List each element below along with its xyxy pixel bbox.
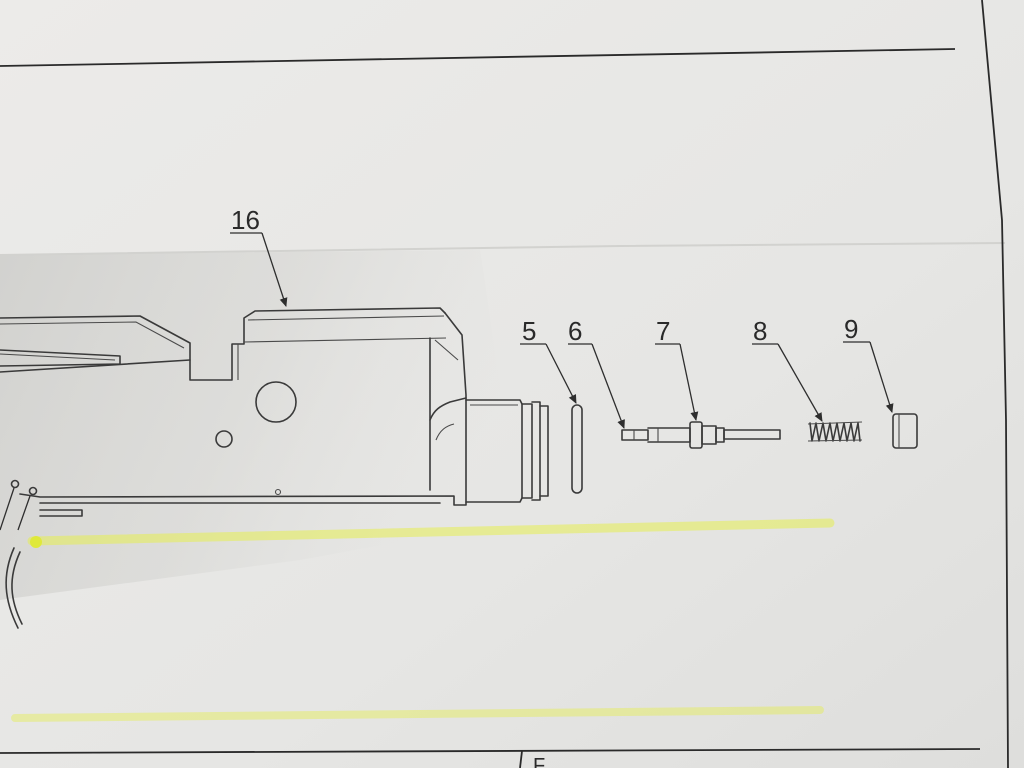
part-16-receiver <box>0 307 549 517</box>
callout-8-label: 8 <box>753 316 767 346</box>
frame-bottom-line <box>0 748 981 754</box>
left-linkage-parts <box>0 479 38 629</box>
callout-leaders <box>230 232 894 429</box>
frame-top-line <box>0 48 956 67</box>
callout-5-label: 5 <box>522 316 536 346</box>
highlighter-stroke-upper <box>27 518 835 546</box>
frame-right-line <box>981 0 1009 768</box>
part-7-plunger <box>689 421 781 449</box>
part-5-ring <box>571 404 583 494</box>
paper-fold-crease <box>0 242 1006 256</box>
callout-16-label: 16 <box>231 205 260 235</box>
callout-9-label: 9 <box>844 314 858 344</box>
highlighter-stroke-lower <box>11 706 824 722</box>
callout-7-label: 7 <box>656 316 670 346</box>
part-9-cap <box>892 413 918 449</box>
highlighter-dot <box>30 536 42 548</box>
title-block-divider <box>519 750 523 768</box>
title-block-text: F <box>533 755 545 768</box>
part-8-spring <box>807 421 863 442</box>
callout-6-label: 6 <box>568 316 582 346</box>
paper-shadow <box>0 250 520 600</box>
